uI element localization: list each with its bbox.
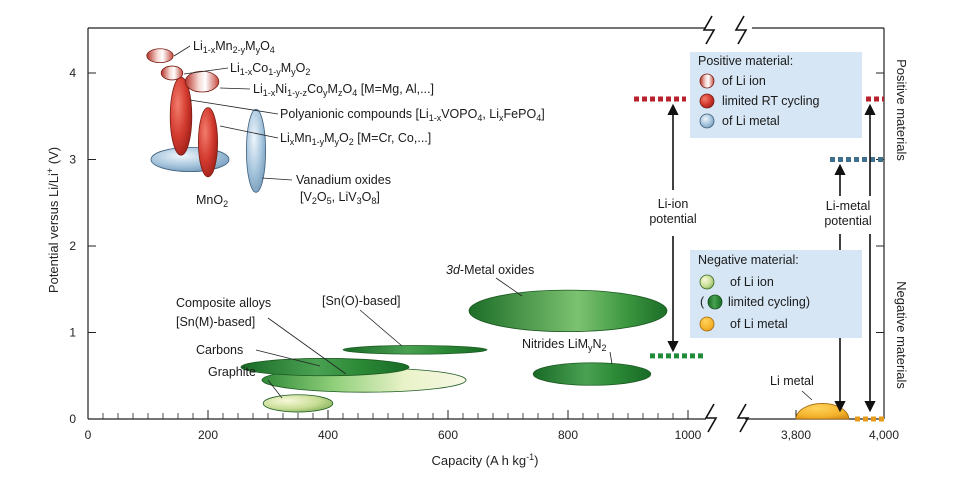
legend-negative-bg <box>690 250 862 338</box>
x-tick-label-4,000: 4,000 <box>869 428 899 442</box>
y-tick-label-2: 2 <box>69 239 76 253</box>
x-tick-label-3,800: 3,800 <box>781 428 811 442</box>
region-vanadium <box>245 108 266 193</box>
break-mark-top-2 <box>734 15 748 45</box>
legend-positive-swatch-limited <box>699 93 715 109</box>
leader-polyanionic <box>189 99 279 115</box>
legend-positive: Positive material: of Li ion limited RT … <box>690 52 862 138</box>
y-tick-label-0: 0 <box>69 412 76 426</box>
legend-positive-title: Positive material: <box>698 54 793 68</box>
x-axis-title: Capacity (A h kg-1) <box>431 452 538 468</box>
region-graphite <box>262 394 334 413</box>
break-mark-top-1 <box>702 15 716 45</box>
x-tick-label-0: 0 <box>85 428 92 442</box>
leader-carbons <box>255 349 321 367</box>
leader-limnmo2 <box>219 125 279 139</box>
region-licoo2 <box>160 65 184 81</box>
legend-negative-item-limited: limited cycling) <box>728 295 810 309</box>
axis-break-marks <box>702 15 750 433</box>
annotation-vanadium: Vanadium oxides <box>296 173 391 187</box>
annotation-vanadium-formula: [V2O5, LiV3O8] <box>300 190 380 206</box>
region-oxides <box>468 289 668 333</box>
region-limetal <box>795 403 850 420</box>
side-label-positive: Positive materials <box>894 59 909 161</box>
leader-lini <box>219 87 251 90</box>
leader-composite <box>267 317 347 375</box>
annotation-polyanionic: Polyanionic compounds [Li1-xVOPO4, LixFe… <box>280 107 545 123</box>
legend-negative-swatch-limited <box>707 294 723 310</box>
y-tick-label-4: 4 <box>69 66 76 80</box>
break-mark-bottom-1 <box>704 403 718 433</box>
limetal-label-bg <box>818 196 882 234</box>
annotation-licoo2: Li1-xCo1-yMyO2 <box>230 61 310 77</box>
region-limn2o4 <box>146 48 174 64</box>
y-axis-title: Potential versus Li/Li+ (V) <box>45 147 61 293</box>
legend-negative-swatch-liion <box>699 274 715 290</box>
legend-positive-bg <box>690 52 862 138</box>
legend-negative-item-limetal: of Li metal <box>730 317 788 331</box>
region-limnmo2 <box>197 107 218 178</box>
legend-negative: Negative material: of Li ion ( limited c… <box>690 250 862 338</box>
leader-limn2o4 <box>173 45 191 57</box>
annotation-carbons: Carbons <box>196 343 243 357</box>
leader-nitrides <box>609 351 613 365</box>
y-tick-label-1: 1 <box>69 326 76 340</box>
break-mark-bottom-2 <box>736 403 750 433</box>
leader-oxides <box>495 277 523 297</box>
region-lini <box>184 70 220 93</box>
region-polyanion <box>169 76 193 156</box>
leader-limetal <box>801 390 813 401</box>
annotation-mno2: MnO2 <box>196 193 228 209</box>
x-tick-label-200: 200 <box>198 428 218 442</box>
legend-positive-item-limited: limited RT cycling <box>722 94 820 108</box>
legend-negative-paren-open: ( <box>700 295 705 309</box>
annotation-limn2o4: Li1-xMn2-yMyO4 <box>193 39 275 55</box>
legend-positive-swatch-limetal <box>699 113 715 129</box>
potential-lines <box>634 96 884 422</box>
annotation-oxides: 3d-Metal oxides <box>446 263 534 277</box>
x-tick-label-1000: 1000 <box>675 428 702 442</box>
annotation-composite-2: [Sn(M)-based] <box>176 315 255 329</box>
leader-graphite <box>267 379 283 399</box>
ticks: 0 200 400 600 800 1000 3,800 4,000 0 1 2 3 4 <box>69 66 899 442</box>
legend-negative-swatch-limetal <box>699 316 715 332</box>
x-tick-label-600: 600 <box>438 428 458 442</box>
annotation-graphite: Graphite <box>208 365 256 379</box>
x-tick-label-400: 400 <box>318 428 338 442</box>
legend-negative-item-liion: of Li ion <box>730 275 774 289</box>
legend-positive-item-limetal: of Li metal <box>722 114 780 128</box>
annotation-composite: Composite alloys <box>176 296 271 310</box>
region-composite <box>240 358 410 377</box>
leader-vanadium <box>261 177 293 181</box>
liion-label-bg <box>636 193 710 233</box>
y-tick-label-3: 3 <box>69 153 76 167</box>
leader-sno <box>359 309 403 347</box>
leader-licoo2 <box>183 67 229 75</box>
positive-leader-lines <box>173 45 293 181</box>
negative-annotations: 3d-Metal oxides Composite alloys [Sn(M)-… <box>176 263 814 388</box>
annotation-lini: Li1-xNi1-y-zCoyMzO4 [M=Mg, Al,...] <box>253 82 434 98</box>
legend-negative-title: Negative material: <box>698 253 799 267</box>
region-sno <box>342 345 488 355</box>
negative-leader-lines <box>255 277 813 401</box>
positive-annotations: Li1-xMn2-yMyO4 Li1-xCo1-yMyO2 Li1-xNi1-y… <box>193 39 545 209</box>
annotation-sno: [Sn(O)-based] <box>322 294 401 308</box>
annotation-limnmo2: LixMn1-yMyO2 [M=Cr, Co,...] <box>280 131 431 147</box>
region-nitrides <box>532 362 652 386</box>
annotation-limetal: Li metal <box>770 374 814 388</box>
legend-positive-swatch-liion <box>699 73 715 89</box>
annotation-nitrides: Nitrides LiMyN2 <box>522 337 607 353</box>
legend-positive-item-liion: of Li ion <box>722 74 766 88</box>
x-tick-label-800: 800 <box>558 428 578 442</box>
side-label-negative: Negative materials <box>894 281 909 389</box>
